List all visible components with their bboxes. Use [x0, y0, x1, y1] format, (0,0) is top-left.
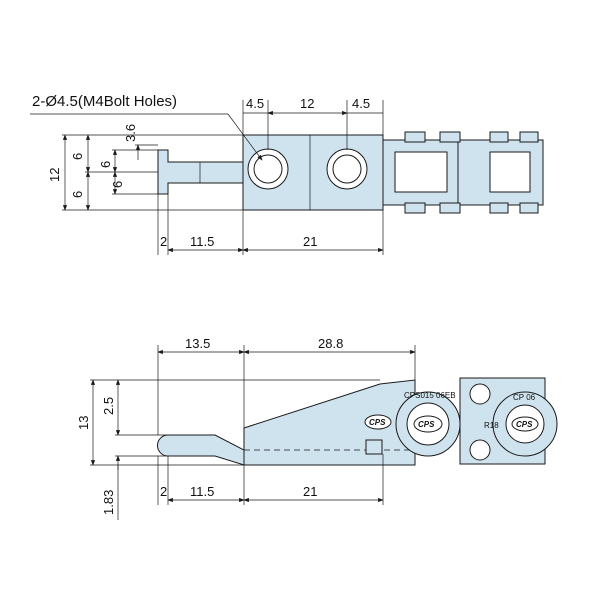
chain-link-side: CPS R18 CP 06	[459, 377, 558, 465]
dim-pitch: 12	[300, 96, 314, 111]
dim-edge-right: 4.5	[352, 96, 370, 111]
bolt-hole-note: 2-Ø4.5(M4Bolt Holes)	[32, 93, 177, 110]
arm-logo: CPS	[369, 418, 386, 427]
dim-pin-lower: 6	[110, 181, 125, 188]
side-dim-height-upper: 2.5	[101, 397, 116, 415]
bolt-hole-left-inner	[253, 154, 283, 184]
dim-height-total: 12	[47, 168, 62, 182]
side-pin	[157, 434, 245, 466]
marking-disk: CPS CPS015 06EB	[395, 391, 461, 457]
bolt-hole-right-inner	[332, 154, 362, 184]
dim-pin-upper: 6	[98, 161, 113, 168]
dim-height-lower: 6	[70, 191, 85, 198]
pin-shaft	[157, 149, 244, 195]
side-dim-top-a: 13.5	[185, 336, 210, 351]
dim-bottom-c: 21	[303, 234, 317, 249]
side-dim-top-b: 28.8	[318, 336, 343, 351]
disk-ring-text: CPS015 06EB	[404, 391, 456, 400]
disk-logo: CPS	[418, 420, 435, 429]
chain-links-top	[382, 131, 544, 214]
dim-pin-offset: 3.6	[123, 124, 138, 142]
top-view: 2-Ø4.5(M4Bolt Holes) 4.5 12 4.5 12 6 6 6…	[30, 93, 544, 255]
side-dim-bottom-b: 11.5	[190, 484, 214, 499]
side-dim-bottom-a: 2	[160, 484, 167, 499]
dim-bottom-b: 11.5	[190, 234, 214, 249]
side-dim-bottom-offset: 1.83	[101, 490, 116, 515]
side-dim-height-total: 13	[76, 416, 91, 430]
link-ring-text: CP 06	[513, 393, 536, 402]
side-dim-bottom-c: 21	[303, 484, 317, 499]
dim-height-upper: 6	[70, 153, 85, 160]
radius-label: R18	[484, 421, 499, 430]
dim-edge-left: 4.5	[246, 96, 264, 111]
dim-bottom-a: 2	[160, 234, 167, 249]
link-logo: CPS	[516, 420, 533, 429]
side-view: CPS CPS015 06EB CPS CPS R18 CP 06 13.5 2…	[76, 336, 558, 520]
